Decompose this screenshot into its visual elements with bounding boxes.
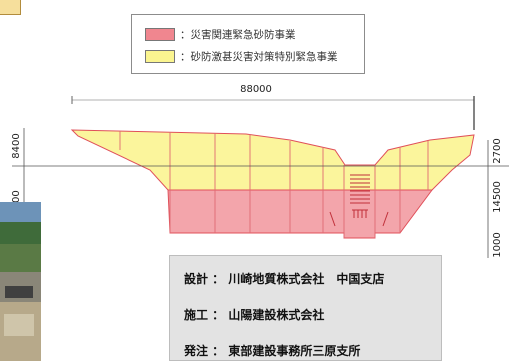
total-width-label: 88000 <box>240 84 272 95</box>
legend-item-red: ：災害関連緊急砂防事業 <box>145 25 296 43</box>
legend-label-red: ：災害関連緊急砂防事業 <box>180 28 296 41</box>
corner-label-box <box>0 0 21 15</box>
yellow-zone-body <box>70 129 475 191</box>
left-upper-dimension: 8400 <box>11 133 22 158</box>
red-zone-body <box>167 189 433 239</box>
legend-label-yellow: ：砂防激甚災害対策特別緊急事業 <box>180 50 338 63</box>
project-info-box: 設計 ： 川崎地質株式会社 中国支店 施工 ： 山陽建設株式会社 発注 ： 東部… <box>169 255 442 361</box>
right-top-dimension: 2700 <box>492 138 503 163</box>
legend-swatch-red <box>145 27 175 41</box>
construction-company: 施工 ： 山陽建設株式会社 <box>184 308 325 322</box>
site-photo <box>0 202 41 361</box>
client-office: 発注 ： 東部建設事務所三原支所 <box>184 344 361 358</box>
legend-item-yellow: ：砂防激甚災害対策特別緊急事業 <box>145 47 338 65</box>
spillway-hatching <box>329 174 389 227</box>
legend-swatch-yellow <box>145 49 175 63</box>
right-bottom-dimension: 1000 <box>492 232 503 257</box>
site-photo-image <box>0 202 41 361</box>
block-division-lines <box>119 131 429 238</box>
legend: ：災害関連緊急砂防事業 ：砂防激甚災害対策特別緊急事業 <box>131 14 365 74</box>
right-middle-dimension: 14500 <box>492 181 503 213</box>
design-company: 設計 ： 川崎地質株式会社 中国支店 <box>184 272 385 286</box>
